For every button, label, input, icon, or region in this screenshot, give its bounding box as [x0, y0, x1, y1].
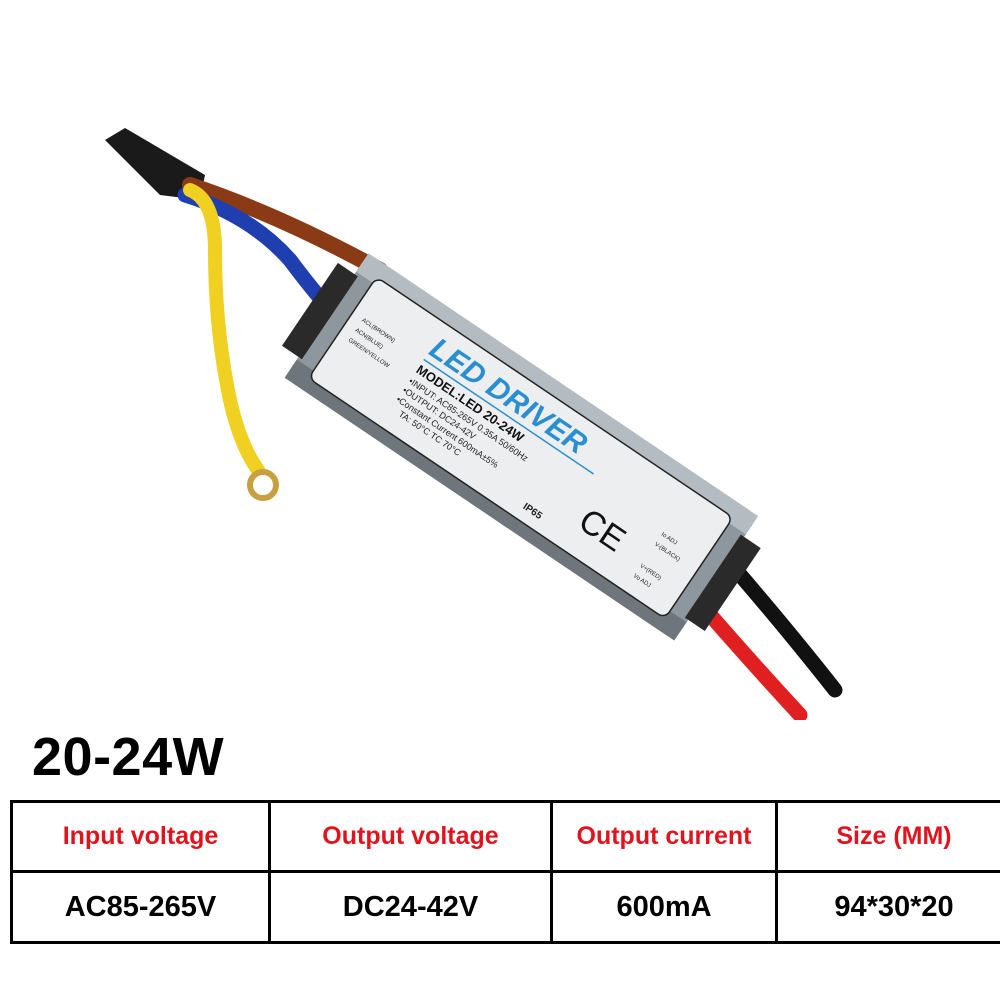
spec-value-row: AC85-265V DC24-42V 600mA 94*30*20 — [10, 870, 1000, 944]
yellow-wire — [183, 183, 265, 477]
header-input-voltage: Input voltage — [10, 800, 271, 873]
spec-header-row: Input voltage Output voltage Output curr… — [10, 800, 1000, 873]
header-output-voltage: Output voltage — [268, 800, 553, 873]
header-size: Size (MM) — [775, 800, 1000, 873]
ring-terminal — [247, 469, 279, 501]
header-output-current: Output current — [550, 800, 778, 873]
value-size: 94*30*20 — [775, 870, 1000, 944]
wattage-heading: 20-24W — [32, 727, 225, 787]
brown-wire — [182, 177, 388, 278]
spec-table: Input voltage Output voltage Output curr… — [10, 800, 1000, 944]
value-input-voltage: AC85-265V — [10, 870, 271, 944]
driver-label — [310, 279, 731, 617]
input-cable-sheath — [105, 128, 205, 200]
value-output-voltage: DC24-42V — [268, 870, 553, 944]
value-output-current: 600mA — [550, 870, 778, 944]
led-driver-product-image: LED DRIVER MODEL:LED 20-24W •INPUT: AC85… — [105, 128, 843, 720]
